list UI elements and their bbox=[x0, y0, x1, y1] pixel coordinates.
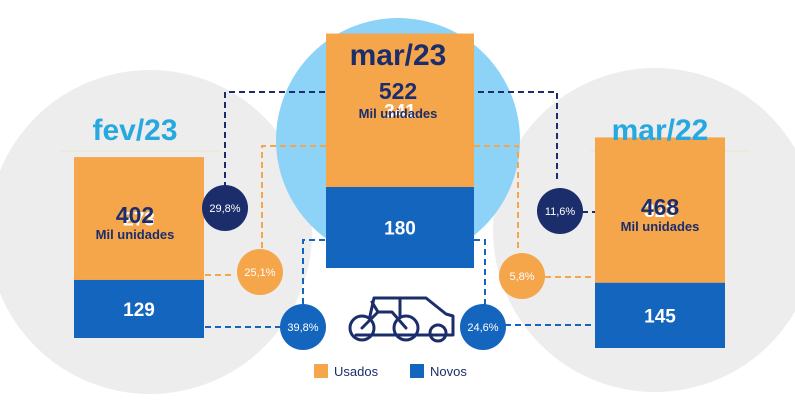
bar-label-usados-fev23: 273 bbox=[123, 210, 155, 231]
bar-novos-fev23 bbox=[74, 279, 204, 338]
bubble-usados-fev23: 25,1% bbox=[237, 249, 283, 295]
connector-usados-mar22 bbox=[474, 145, 519, 250]
unit-mar23: Mil unidades bbox=[359, 106, 438, 121]
bubble-novos-fev23: 39,8% bbox=[280, 304, 326, 350]
vehicles-icon bbox=[348, 296, 455, 343]
connector-usados-fev23 bbox=[261, 145, 326, 248]
period-title-fev23: fev/23 bbox=[92, 114, 177, 147]
bar-label-novos-mar22: 145 bbox=[644, 306, 676, 327]
bar-label-usados-mar22: 323 bbox=[644, 201, 676, 222]
bar-label-novos-mar23: 180 bbox=[384, 219, 416, 240]
bubble-usados-fev23-text: 25,1% bbox=[244, 267, 275, 279]
total-fev23: 402 bbox=[116, 202, 154, 228]
bar-usados-fev23 bbox=[74, 157, 204, 280]
connector-novos-mar22 bbox=[474, 239, 486, 305]
legend-label-usados: Usados bbox=[334, 364, 379, 379]
legend-swatch-novos bbox=[410, 364, 424, 378]
bar-usados-mar22 bbox=[595, 137, 725, 283]
connector-total-fev23 bbox=[224, 91, 372, 188]
legend-swatch-usados bbox=[314, 364, 328, 378]
total-mar23: 522 bbox=[379, 78, 417, 104]
bubble-novos-mar22-text: 24,6% bbox=[467, 322, 498, 334]
bar-novos-mar22 bbox=[595, 282, 725, 348]
unit-mar22: Mil unidades bbox=[621, 219, 700, 234]
bar-label-novos-fev23: 129 bbox=[123, 300, 155, 321]
bubble-total-fev23-text: 29,8% bbox=[209, 203, 240, 215]
period-title-mar23: mar/23 bbox=[350, 39, 447, 72]
unit-fev23: Mil unidades bbox=[96, 227, 175, 242]
bar-label-usados-mar23: 341 bbox=[384, 101, 416, 122]
bubble-novos-fev23-text: 39,8% bbox=[287, 322, 318, 334]
bar-usados-mar23 bbox=[326, 33, 474, 187]
bubble-total-mar22: 11,6% bbox=[537, 188, 583, 234]
period-title-mar22: mar/22 bbox=[612, 114, 709, 147]
connector-novos-fev23 bbox=[302, 239, 326, 304]
bubble-novos-mar22: 24,6% bbox=[460, 304, 506, 350]
bubble-total-mar22-text: 11,6% bbox=[545, 206, 576, 218]
bubble-total-fev23: 29,8% bbox=[202, 185, 248, 231]
bubble-usados-mar22: 5,8% bbox=[499, 253, 545, 299]
bubble-usados-mar22-text: 5,8% bbox=[509, 271, 534, 283]
legend-label-novos: Novos bbox=[430, 364, 467, 379]
legend: Usados Novos bbox=[314, 364, 467, 379]
bar-novos-mar23 bbox=[326, 187, 474, 268]
total-mar22: 468 bbox=[641, 194, 680, 220]
